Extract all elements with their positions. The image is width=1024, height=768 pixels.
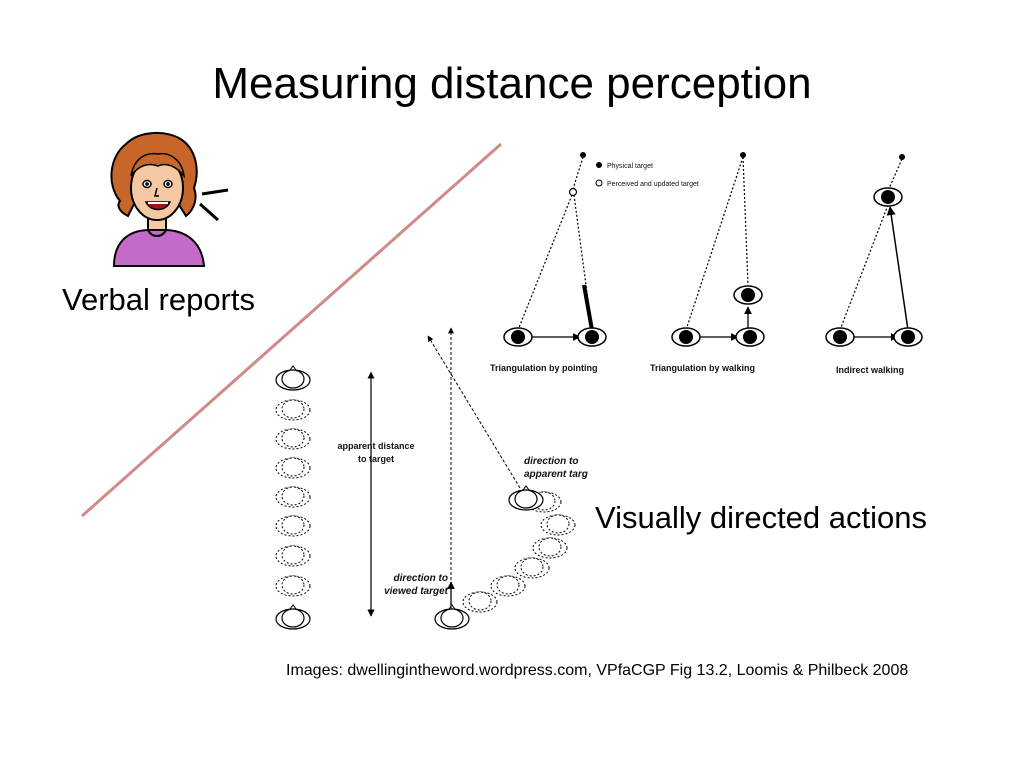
direction-to-apparent-target-line [427, 335, 521, 489]
label-apparent-distance-1: apparent distance [337, 441, 414, 451]
caption-walking: Triangulation by walking [650, 363, 755, 373]
label-direction-apparent-2: apparent target [524, 469, 588, 480]
walking-path-heads [434, 485, 576, 630]
caption-indirect-walking: Indirect walking [836, 365, 904, 375]
head-column [275, 365, 311, 630]
triangulation-figure: Physical target Perceived and updated ta… [490, 152, 923, 375]
image-credits: Images: dwellingintheword.wordpress.com,… [286, 662, 909, 679]
label-direction-viewed-2: viewed target [384, 586, 449, 597]
walking-direction-figure: apparent distance to target direction to… [275, 327, 588, 630]
talking-person-illustration [110, 131, 229, 267]
perceived-target-marker [595, 179, 603, 187]
label-apparent-distance-2: to target [358, 454, 394, 464]
verbal-reports-label: Verbal reports [62, 282, 255, 317]
slide-title: Measuring distance perception [212, 59, 812, 108]
physical-target-marker [596, 162, 602, 168]
panel-pointing [503, 152, 607, 347]
panel-walking [671, 152, 765, 347]
panel-indirect-walking [825, 154, 923, 347]
caption-pointing: Triangulation by pointing [490, 363, 598, 373]
legend-physical-target: Physical target [607, 163, 653, 170]
visually-directed-actions-label: Visually directed actions [595, 500, 927, 535]
legend-perceived-target: Perceived and updated target [607, 181, 699, 188]
label-direction-apparent-1: direction to [524, 456, 578, 467]
label-direction-viewed-1: direction to [394, 573, 448, 584]
